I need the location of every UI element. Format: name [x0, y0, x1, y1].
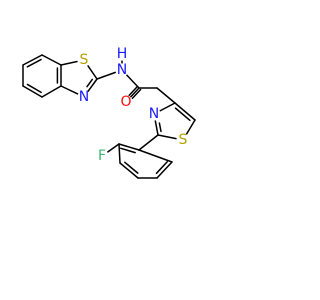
bond-bz4-bz5-inner — [26, 83, 42, 94]
atom-label-backdrop — [176, 133, 190, 147]
bond-p2-p3 — [118, 143, 121, 164]
bond-t2-tN-inner — [158, 122, 162, 133]
bond-bz4-bz5 — [22, 85, 43, 98]
atom-label-ts: S — [179, 132, 188, 148]
bond-p1-p2-inner — [120, 147, 136, 154]
bond-Cco-O — [130, 87, 140, 98]
bond-p5-p6-inner — [155, 161, 169, 175]
atom-label-backdrop — [115, 63, 129, 77]
atom-f: F — [95, 148, 109, 164]
bond-C2-N3 — [87, 78, 98, 93]
bond-C2-NH — [96, 71, 117, 80]
bond-C2-N3-inner — [86, 78, 94, 88]
atom-label-backdrop — [95, 149, 109, 163]
atom-label-backdrop — [77, 53, 91, 67]
bond-N3-bz6 — [60, 85, 79, 95]
bond-NH-Cco — [126, 74, 140, 89]
atom-label-h: H — [117, 46, 128, 62]
atom-tn: N — [147, 106, 161, 122]
atom-label-n3: N — [79, 89, 89, 105]
bond-CH2-t4 — [156, 87, 176, 104]
atom-label-s1: S — [80, 52, 89, 68]
bond-bz2-bz3 — [22, 54, 43, 66]
bond-bz1-bz2 — [41, 54, 62, 66]
atom-n3: N — [77, 89, 91, 105]
bond-t4-t5 — [174, 102, 196, 121]
bond-p1-p2 — [118, 143, 140, 151]
atom-s1: S — [77, 52, 91, 68]
bond-p6-p1 — [138, 149, 173, 163]
atom-label-backdrop — [77, 90, 91, 104]
atom-nh: N — [115, 62, 129, 78]
bond-p3-p4-inner — [124, 161, 139, 174]
bond-t4-t5-inner — [174, 107, 191, 122]
atom-label-f: F — [98, 148, 106, 164]
atom-label-nh: N — [117, 62, 127, 78]
bond-S1-C2 — [87, 65, 98, 80]
bond-tN-t4 — [159, 102, 176, 112]
bond-bz1-S1 — [60, 60, 78, 66]
bond-tS-t2 — [157, 134, 177, 140]
atom-label-backdrop — [119, 95, 133, 109]
bond-p3-p4 — [119, 162, 139, 179]
bond-Cco-O-second — [128, 85, 139, 97]
bond-t2-tN — [154, 120, 159, 136]
bond-t2-p1 — [138, 134, 159, 151]
bond-bz2-bz3-inner — [26, 58, 42, 68]
atom-label-backdrop — [147, 107, 161, 121]
bonds-layer — [22, 54, 196, 179]
atom-h: H — [115, 46, 129, 62]
bond-Cco-O-third — [131, 88, 142, 100]
bond-p2-F — [106, 143, 120, 153]
bond-bz5-bz6 — [41, 85, 62, 98]
atom-label-tn: N — [149, 106, 159, 122]
bond-p5-p6 — [156, 161, 173, 179]
atom-label-backdrop — [115, 47, 129, 61]
atom-o: O — [119, 94, 133, 110]
bond-t5-tS — [185, 119, 196, 135]
atom-ts: S — [176, 132, 190, 148]
atom-label-o: O — [120, 94, 131, 110]
